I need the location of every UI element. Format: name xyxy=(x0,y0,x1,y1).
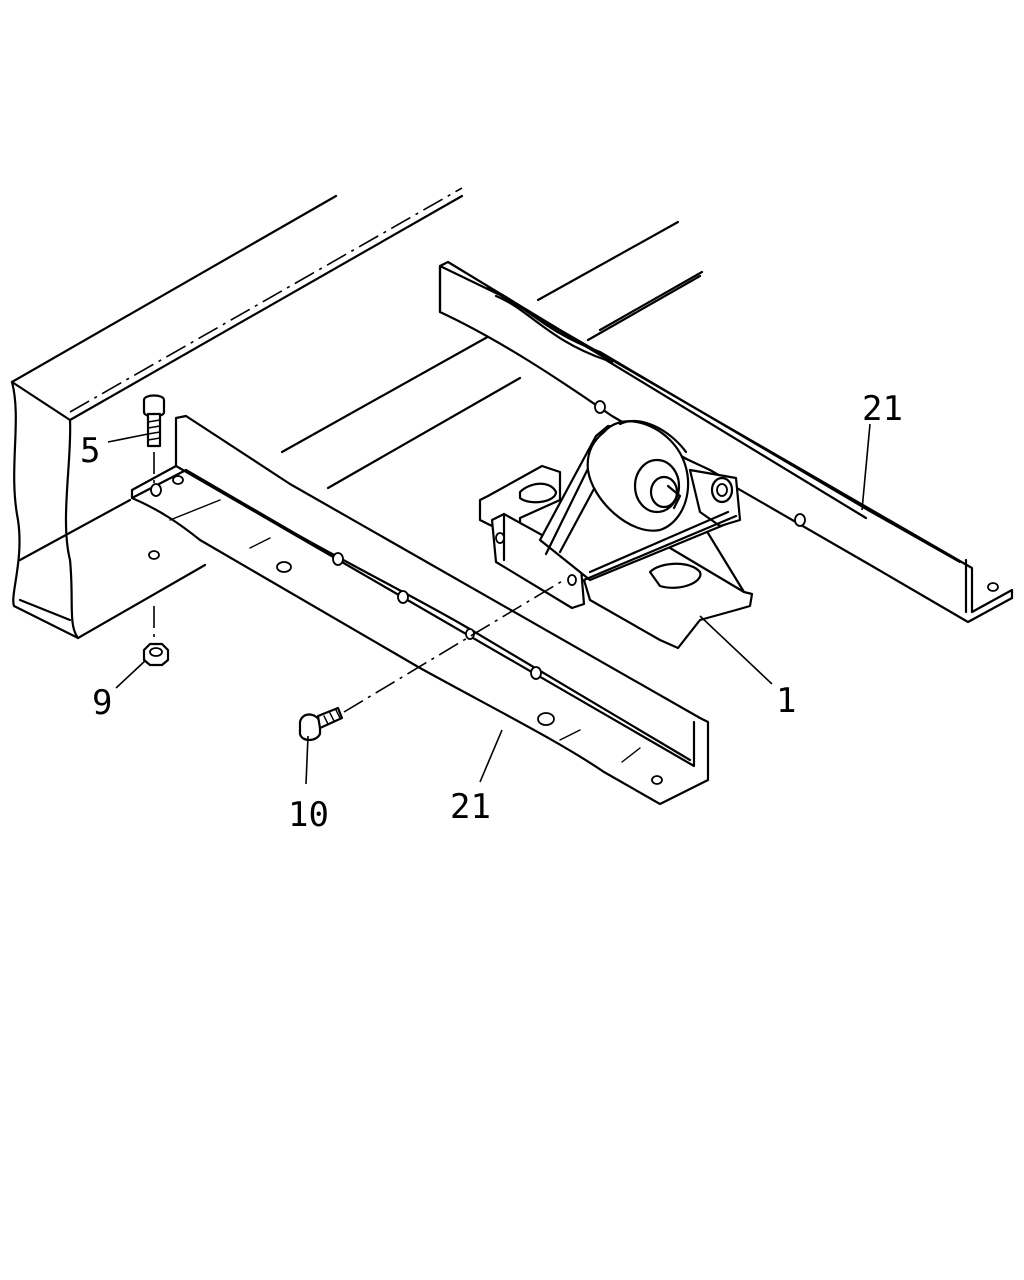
bolt-5 xyxy=(142,394,166,488)
callout-9: 9 xyxy=(92,683,112,723)
crossmember-21-left xyxy=(130,414,710,806)
crossmember-21-right xyxy=(438,260,1014,624)
callout-5: 5 xyxy=(80,431,100,471)
callout-1: 1 xyxy=(776,681,796,721)
callouts: 5 9 10 21 1 21 xyxy=(80,389,903,835)
leader-lines xyxy=(107,423,871,785)
callout-10: 10 xyxy=(288,795,329,835)
callout-21-left: 21 xyxy=(450,787,491,827)
callout-21-right: 21 xyxy=(862,389,903,429)
bolt-10 xyxy=(298,579,565,742)
tire-carrier-1 xyxy=(478,419,754,650)
nut-9 xyxy=(142,606,170,667)
chassis-frame-rail-far xyxy=(536,220,704,342)
chassis-frame-rail xyxy=(10,187,522,640)
